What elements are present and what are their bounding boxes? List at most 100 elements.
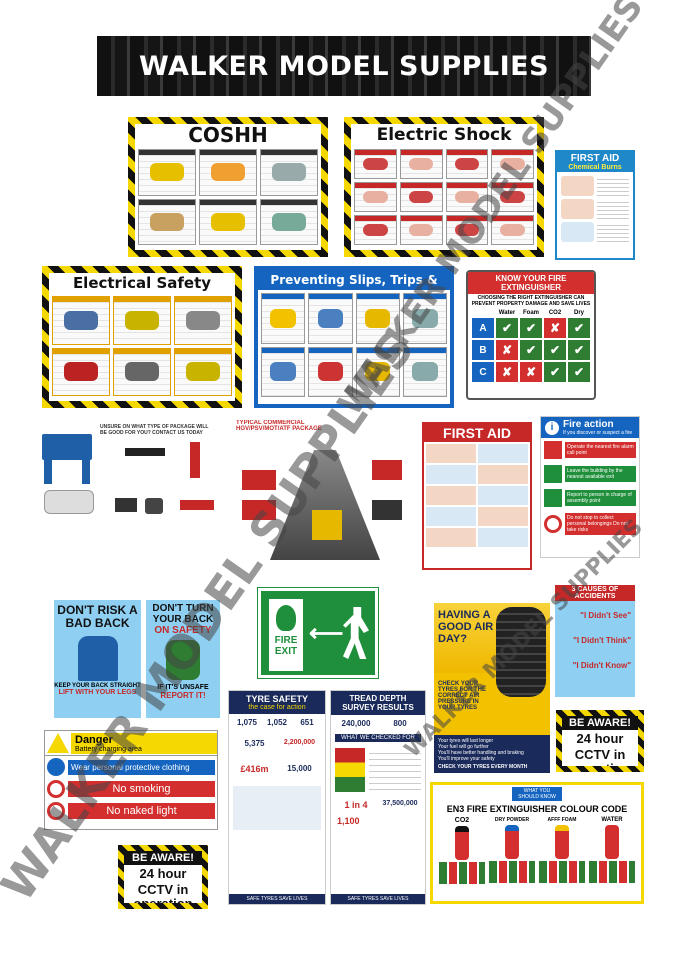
turn-back-footer1: IF IT'S UNSAFE bbox=[157, 684, 209, 691]
cctv-left-line3: operation bbox=[133, 896, 193, 909]
coshh-panel bbox=[260, 149, 318, 196]
poster-hgv-package: TYPICAL COMMERCIAL HGV/PSV/MOT/ATF PACKA… bbox=[232, 420, 412, 570]
sign-fire-exit: FIRE EXIT ⟵ bbox=[257, 587, 379, 679]
danger-title: Danger bbox=[75, 733, 113, 746]
en3-type-co2: CO2 bbox=[454, 817, 470, 824]
cross-icon: ✘ bbox=[496, 340, 518, 360]
en3-title: EN3 FIRE EXTINGUISHER COLOUR CODE bbox=[446, 804, 628, 814]
arrow-left-icon: ⟵ bbox=[309, 620, 344, 647]
tread-stat: 1 in 4 bbox=[344, 800, 368, 810]
danger-subtitle: Battery charging area bbox=[75, 745, 142, 753]
cctv-right-top: BE AWARE! bbox=[562, 716, 638, 730]
tyre-safety-title: TYRE SAFETY bbox=[245, 694, 308, 704]
no-naked-light-icon bbox=[47, 802, 65, 820]
coshh-panel bbox=[260, 198, 318, 245]
banner-title: WALKER MODEL SUPPLIES bbox=[138, 50, 550, 82]
cross-icon: ✘ bbox=[496, 362, 518, 382]
fire-action-step: Leave the building by the nearest availa… bbox=[565, 466, 636, 482]
turn-back-title2: ON SAFETY bbox=[154, 625, 212, 636]
prohibition-icon bbox=[544, 515, 562, 533]
tyre-safety-subtitle: the case for action bbox=[248, 704, 306, 711]
three-causes-q1: "I Didn't See" bbox=[580, 611, 631, 620]
coshh-panel bbox=[199, 198, 257, 245]
flame-icon bbox=[276, 605, 296, 631]
tread-section: WHAT WE CHECKED FOR bbox=[335, 734, 421, 742]
ext-row-class: B bbox=[472, 340, 494, 360]
running-man-icon bbox=[343, 607, 369, 659]
tyre-stat: 1,075 bbox=[236, 718, 258, 727]
tyre-stat: 5,375 bbox=[244, 739, 265, 748]
poster-know-your-extinguisher: KNOW YOUR FIRE EXTINGUISHER CHOOSING THE… bbox=[466, 270, 596, 400]
sign-danger-battery: Danger Battery charging area Wear person… bbox=[44, 730, 218, 830]
tread-stat: 37,500,000 bbox=[382, 800, 418, 807]
ext-col-dry: Dry bbox=[573, 310, 584, 316]
tyre-stat: 1,052 bbox=[266, 718, 288, 727]
fire-exit-text: FIRE EXIT bbox=[274, 635, 298, 657]
know-ext-title: KNOW YOUR FIRE EXTINGUISHER bbox=[468, 272, 594, 294]
check-icon: ✔ bbox=[496, 318, 518, 338]
tyre-stat: 651 bbox=[300, 718, 314, 727]
poster-tread-depth: TREAD DEPTH SURVEY RESULTS 240,000 800 W… bbox=[330, 690, 426, 905]
air-day-bullet: You'll improve your safety bbox=[438, 756, 495, 762]
en3-badge: WHAT YOU SHOULD KNOW bbox=[512, 787, 562, 801]
air-day-title: HAVING A GOOD AIR DAY? bbox=[438, 609, 494, 645]
poster-air-day: HAVING A GOOD AIR DAY? CHECK YOUR TYRES … bbox=[434, 603, 550, 773]
poster-garage-equipment: UNSURE ON WHAT TYPE OF PACKAGE WILL BE G… bbox=[40, 420, 230, 530]
brand-banner: WALKER MODEL SUPPLIES bbox=[97, 36, 591, 96]
extinguisher-icon bbox=[455, 826, 469, 860]
tyre-stat: 2,200,000 bbox=[283, 739, 316, 746]
poster-electric-shock-title: Electric Shock bbox=[351, 124, 537, 146]
tyre-stat: £416m bbox=[240, 764, 269, 774]
air-day-bullet: You'll have better handling and braking bbox=[438, 750, 524, 756]
fire-action-step: Operate the nearest fire alarm call poin… bbox=[565, 442, 636, 458]
check-icon: ✔ bbox=[568, 340, 590, 360]
extinguisher-icon bbox=[555, 825, 569, 859]
ext-row-class: A bbox=[472, 318, 494, 338]
ext-row-class: C bbox=[472, 362, 494, 382]
bad-back-footer2: LIFT WITH YOUR LEGS bbox=[58, 689, 137, 696]
danger-line2: No smoking bbox=[68, 781, 215, 797]
en3-type-foam: AFFF FOAM bbox=[547, 817, 577, 823]
poster-first-aid: FIRST AID bbox=[422, 422, 532, 570]
tyre-stat: 15,000 bbox=[287, 764, 312, 773]
check-icon: ✔ bbox=[568, 362, 590, 382]
tyre-safety-footer: SAFE TYRES SAVE LIVES bbox=[229, 894, 325, 904]
ppe-icon bbox=[47, 758, 65, 776]
info-icon: i bbox=[545, 420, 559, 435]
tyre-icon bbox=[496, 607, 546, 697]
poster-first-aid-chem-title: FIRST AID bbox=[570, 153, 620, 164]
en3-type-powder: DRY POWDER bbox=[494, 817, 530, 823]
three-causes-q2: "I Didn't Think" bbox=[573, 636, 631, 645]
hgv-title: TYPICAL COMMERCIAL HGV/PSV/MOT/ATF PACKA… bbox=[236, 420, 322, 432]
first-aid-title: FIRST AID bbox=[424, 424, 530, 442]
cctv-right-line3: operation bbox=[570, 761, 630, 772]
poster-electric-shock: Electric Shock bbox=[344, 117, 544, 257]
poster-en3: WHAT YOU SHOULD KNOW EN3 FIRE EXTINGUISH… bbox=[430, 782, 644, 904]
cross-icon: ✘ bbox=[520, 362, 542, 382]
en3-type-water: WATER bbox=[601, 817, 623, 823]
air-day-bullet: Your tyres will last longer bbox=[438, 738, 494, 744]
poster-first-aid-chemical-burns: FIRST AID Chemical Burns bbox=[555, 150, 635, 260]
three-causes-q3: "I Didn't Know" bbox=[572, 661, 631, 670]
check-icon: ✔ bbox=[568, 318, 590, 338]
cctv-right-line2: CCTV in bbox=[574, 747, 626, 762]
sign-cctv-left: BE AWARE! 24 hour CCTV in operation bbox=[118, 845, 208, 909]
three-causes-title: 3 CAUSES OF ACCIDENTS bbox=[555, 585, 635, 601]
poster-turn-back: DON'T TURN YOUR BACK ON SAFETY IF IT'S U… bbox=[146, 600, 220, 718]
no-smoking-icon bbox=[47, 780, 65, 798]
poster-first-aid-chem-subtitle: Chemical Burns bbox=[568, 164, 622, 171]
tread-footer: SAFE TYRES SAVE LIVES bbox=[331, 894, 425, 904]
ext-col-foam: Foam bbox=[522, 310, 539, 316]
poster-bad-back: DON'T RISK A BAD BACK KEEP YOUR BACK STR… bbox=[54, 600, 141, 718]
air-day-footer: CHECK YOUR TYRES EVERY MONTH bbox=[438, 764, 528, 770]
coshh-panel bbox=[138, 198, 196, 245]
tread-stat: 240,000 bbox=[341, 719, 371, 728]
warning-triangle-icon bbox=[47, 733, 69, 753]
cctv-right-line1: 24 hour bbox=[576, 731, 624, 746]
coshh-panel bbox=[138, 149, 196, 196]
tread-stat: 800 bbox=[393, 719, 407, 728]
poster-electrical-safety: Electrical Safety bbox=[42, 266, 242, 408]
garage-text: UNSURE ON WHAT TYPE OF PACKAGE WILL BE G… bbox=[100, 424, 209, 436]
cctv-left-line2: CCTV in bbox=[137, 882, 189, 897]
sign-cctv-right: BE AWARE! 24 hour CCTV in operation bbox=[556, 710, 644, 772]
